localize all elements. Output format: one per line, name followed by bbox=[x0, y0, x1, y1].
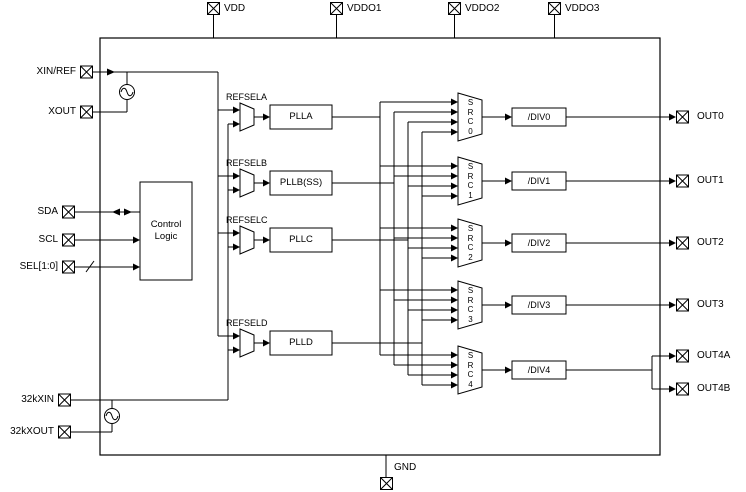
pin-pad-gnd bbox=[380, 477, 393, 490]
pin-label-vddo3: VDDO3 bbox=[565, 3, 600, 14]
control-logic-block bbox=[139, 181, 193, 281]
divider-blocks bbox=[511, 107, 567, 380]
pin-label-vdd: VDD bbox=[224, 3, 246, 14]
pin-label-out4a: OUT4A bbox=[697, 350, 731, 361]
pin-label-gnd: GND bbox=[394, 462, 417, 473]
pin-pad-32kxin bbox=[58, 393, 71, 407]
src-3-mux bbox=[457, 280, 483, 330]
src-label-3: SRC3 bbox=[467, 286, 474, 324]
pin-pad-out3 bbox=[676, 298, 689, 312]
pll-label-c: PLLC bbox=[289, 234, 313, 245]
refsel-b-mux bbox=[239, 168, 255, 198]
div4-block bbox=[511, 360, 567, 380]
div0-block bbox=[511, 107, 567, 127]
pll-c-block bbox=[269, 227, 333, 253]
crystal-osc-icon bbox=[119, 84, 135, 100]
pin-pad-vddo1 bbox=[330, 2, 343, 15]
div-label-3: /DIV3 bbox=[527, 300, 551, 310]
div1-block bbox=[511, 171, 567, 191]
pin-pad-out4b bbox=[676, 382, 689, 396]
pll-label-a: PLLA bbox=[289, 111, 313, 122]
refsel-a-mux bbox=[239, 102, 255, 132]
pin-label-scl: SCL bbox=[38, 234, 58, 245]
refsel-muxes bbox=[239, 102, 255, 358]
div-label-1: /DIV1 bbox=[527, 176, 551, 186]
refsel-label-d: REFSELD bbox=[226, 318, 268, 328]
src-label-0: SRC0 bbox=[467, 98, 474, 136]
pll-label-d: PLLD bbox=[289, 337, 313, 348]
refsel-d-mux bbox=[239, 328, 255, 358]
pin-label-sel: SEL[1:0] bbox=[19, 261, 58, 272]
pll-b-block bbox=[269, 170, 333, 196]
signal-wires bbox=[71, 15, 676, 477]
src-4-mux bbox=[457, 345, 483, 395]
control-logic-label: Control Logic bbox=[150, 219, 182, 242]
pin-label-32kxout: 32kXOUT bbox=[10, 426, 54, 437]
pin-label-out2: OUT2 bbox=[697, 237, 724, 248]
refsel-label-b: REFSELB bbox=[226, 158, 268, 168]
osc-32k-icon bbox=[104, 408, 120, 424]
pin-label-out3: OUT3 bbox=[697, 299, 724, 310]
div2-block bbox=[511, 233, 567, 253]
div-label-4: /DIV4 bbox=[527, 365, 551, 375]
refsel-c-mux bbox=[239, 225, 255, 255]
pin-pad-xin-ref bbox=[80, 65, 93, 79]
pin-label-out1: OUT1 bbox=[697, 175, 724, 186]
refsel-label-c: REFSELC bbox=[226, 215, 268, 225]
div-label-0: /DIV0 bbox=[527, 112, 551, 122]
chip-outline bbox=[99, 37, 661, 456]
div3-block bbox=[511, 295, 567, 315]
src-label-4: SRC4 bbox=[467, 351, 474, 389]
pin-pad-out4a bbox=[676, 349, 689, 363]
pin-pad-vddo3 bbox=[548, 2, 561, 15]
pin-label-sda: SDA bbox=[37, 206, 58, 217]
src-2-mux bbox=[457, 218, 483, 268]
pll-d-block bbox=[269, 330, 333, 356]
src-label-2: SRC2 bbox=[467, 224, 474, 262]
pin-pad-vddo2 bbox=[448, 2, 461, 15]
pin-label-vddo1: VDDO1 bbox=[347, 3, 382, 14]
pin-label-32kxin: 32kXIN bbox=[21, 394, 54, 405]
pin-label-out4b: OUT4B bbox=[697, 383, 731, 394]
pin-pad-out1 bbox=[676, 174, 689, 188]
pin-pads bbox=[58, 2, 689, 490]
pin-label-out0: OUT0 bbox=[697, 111, 724, 122]
pin-label-xout: XOUT bbox=[48, 106, 76, 117]
pll-blocks bbox=[269, 104, 333, 356]
refsel-label-a: REFSELA bbox=[226, 92, 268, 102]
pin-pad-out0 bbox=[676, 110, 689, 124]
pin-label-vddo2: VDDO2 bbox=[465, 3, 500, 14]
pin-pad-scl bbox=[62, 233, 75, 247]
pll-a-block bbox=[269, 104, 333, 130]
pin-pad-32kxout bbox=[58, 425, 71, 439]
src-0-mux bbox=[457, 92, 483, 142]
div-label-2: /DIV2 bbox=[527, 238, 551, 248]
pin-pad-xout bbox=[80, 105, 93, 119]
pll-label-b: PLLB(SS) bbox=[279, 177, 323, 188]
pin-pad-vdd bbox=[207, 2, 220, 15]
pin-label-xin-ref: XIN/REF bbox=[36, 66, 76, 77]
pin-pad-sel bbox=[62, 260, 75, 274]
src-1-mux bbox=[457, 156, 483, 206]
src-muxes bbox=[457, 92, 483, 395]
pin-pad-sda bbox=[62, 205, 75, 219]
pin-pad-out2 bbox=[676, 236, 689, 250]
src-label-1: SRC1 bbox=[467, 162, 474, 200]
